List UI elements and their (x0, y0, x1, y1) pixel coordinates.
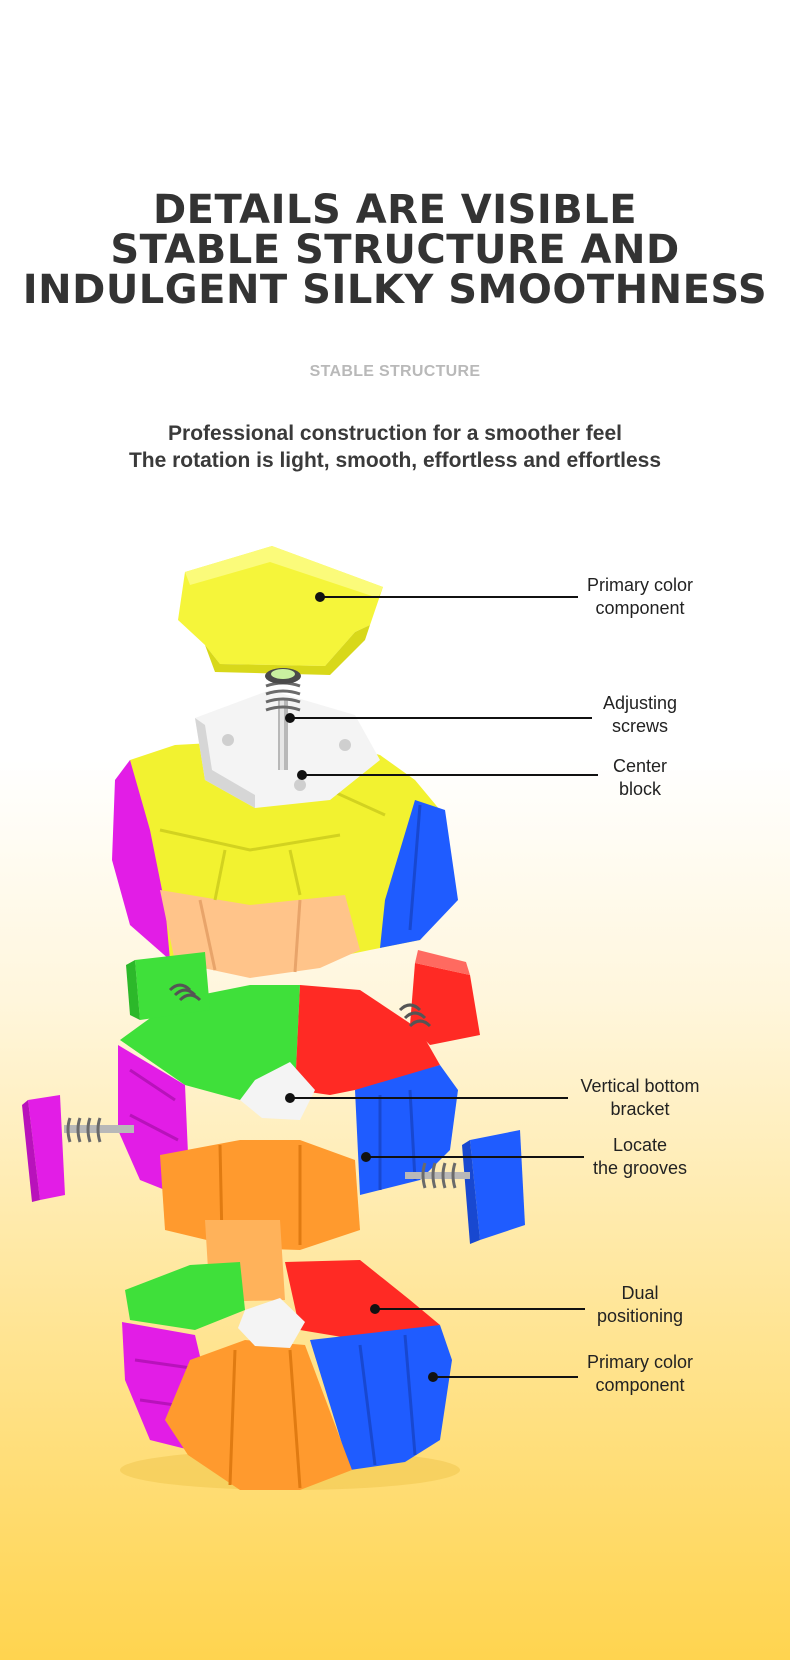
callout-line: component (595, 1375, 685, 1395)
leader-dot-primary-color-bottom (428, 1372, 438, 1382)
subtitle-line-1: Professional construction for a smoother… (168, 422, 622, 445)
headline-line-2: STABLE STRUCTURE AND (110, 227, 680, 273)
callout-line: Locate (612, 1135, 668, 1155)
callout-line: component (595, 598, 685, 618)
callout-line: Center (612, 756, 668, 776)
leader-dot-vertical-bracket (285, 1093, 295, 1103)
magenta-side-piece (22, 1095, 134, 1202)
callout-line: Primary color (586, 575, 693, 595)
callout-primary-color-component-bottom: Primary color component (565, 1351, 715, 1397)
callout-line: screws (611, 716, 668, 736)
callout-center-block: Center block (565, 755, 715, 801)
top-layer (112, 742, 458, 978)
primary-color-cap-top (178, 546, 383, 675)
red-edge-piece (398, 950, 480, 1045)
leader-lines (290, 596, 598, 1378)
callout-line: bracket (610, 1099, 670, 1119)
callout-line: Primary color (586, 1352, 693, 1372)
callout-line: Vertical bottom (580, 1076, 700, 1096)
callout-vertical-bottom-bracket: Vertical bottom bracket (565, 1075, 715, 1121)
callout-primary-color-component-top: Primary color component (565, 574, 715, 620)
headline-line-3: INDULGENT SILKY SMOOTHNESS (22, 267, 768, 313)
leader-dot-dual-positioning (370, 1304, 380, 1314)
subtitle: Professional construction for a smoother… (0, 420, 790, 474)
section-label: STABLE STRUCTURE (309, 363, 481, 380)
leader-dot-locate-grooves (361, 1152, 371, 1162)
callout-line: Adjusting (602, 693, 678, 713)
subtitle-line-2: The rotation is light, smooth, effortles… (128, 449, 662, 472)
callout-line: positioning (596, 1306, 684, 1326)
callout-locate-the-grooves: Locate the grooves (565, 1134, 715, 1180)
bottom-layer (122, 1260, 452, 1490)
green-edge-piece (126, 952, 210, 1020)
callout-line: Dual (621, 1283, 659, 1303)
headline-line-1: DETAILS ARE VISIBLE (152, 187, 638, 233)
callout-adjusting-screws: Adjusting screws (565, 692, 715, 738)
callout-line: the grooves (592, 1158, 688, 1178)
headline: DETAILS ARE VISIBLE STABLE STRUCTURE AND… (0, 190, 790, 310)
leader-dot-primary-color-top (315, 592, 325, 602)
exploded-puzzle-illustration (22, 546, 598, 1490)
callout-dual-positioning: Dual positioning (565, 1282, 715, 1328)
adjusting-screw (265, 668, 301, 770)
leader-dot-center-block (297, 770, 307, 780)
callout-line: block (618, 779, 662, 799)
middle-layer (118, 985, 458, 1302)
leader-dot-adjusting-screws (285, 713, 295, 723)
